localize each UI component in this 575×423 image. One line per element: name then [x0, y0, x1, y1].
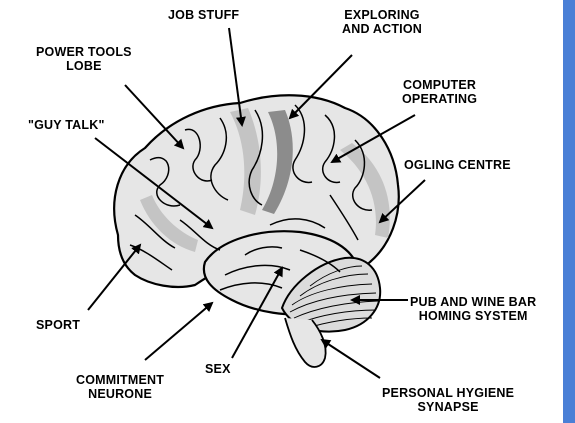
label-line: SEX	[205, 362, 231, 376]
label-ogling: OGLING CENTRE	[404, 158, 511, 172]
label-sport: SPORT	[36, 318, 80, 332]
label-line: COMMITMENT	[76, 373, 164, 387]
label-pub: PUB AND WINE BAR HOMING SYSTEM	[410, 295, 536, 323]
label-line: PUB AND WINE BAR	[410, 295, 536, 309]
label-line: NEURONE	[76, 387, 164, 401]
arrow-hygiene	[322, 340, 380, 378]
label-computer: COMPUTER OPERATING	[402, 78, 477, 106]
label-line: OGLING CENTRE	[404, 158, 511, 172]
label-line: OPERATING	[402, 92, 477, 106]
label-guy-talk: "GUY TALK"	[28, 118, 105, 132]
label-exploring: EXPLORING AND ACTION	[342, 8, 422, 36]
label-job-stuff: JOB STUFF	[168, 8, 239, 22]
label-line: HOMING SYSTEM	[410, 309, 536, 323]
arrow-commitment	[145, 303, 212, 360]
label-line: EXPLORING	[342, 8, 422, 22]
label-power-tools: POWER TOOLS LOBE	[36, 45, 132, 73]
label-line: AND ACTION	[342, 22, 422, 36]
label-line: SPORT	[36, 318, 80, 332]
label-line: LOBE	[36, 59, 132, 73]
label-sex: SEX	[205, 362, 231, 376]
label-line: SYNAPSE	[382, 400, 514, 414]
label-line: PERSONAL HYGIENE	[382, 386, 514, 400]
label-line: "GUY TALK"	[28, 118, 105, 132]
arrow-sport	[88, 245, 140, 310]
label-line: JOB STUFF	[168, 8, 239, 22]
label-commitment: COMMITMENT NEURONE	[76, 373, 164, 401]
label-hygiene: PERSONAL HYGIENE SYNAPSE	[382, 386, 514, 414]
label-line: COMPUTER	[402, 78, 477, 92]
label-line: POWER TOOLS	[36, 45, 132, 59]
